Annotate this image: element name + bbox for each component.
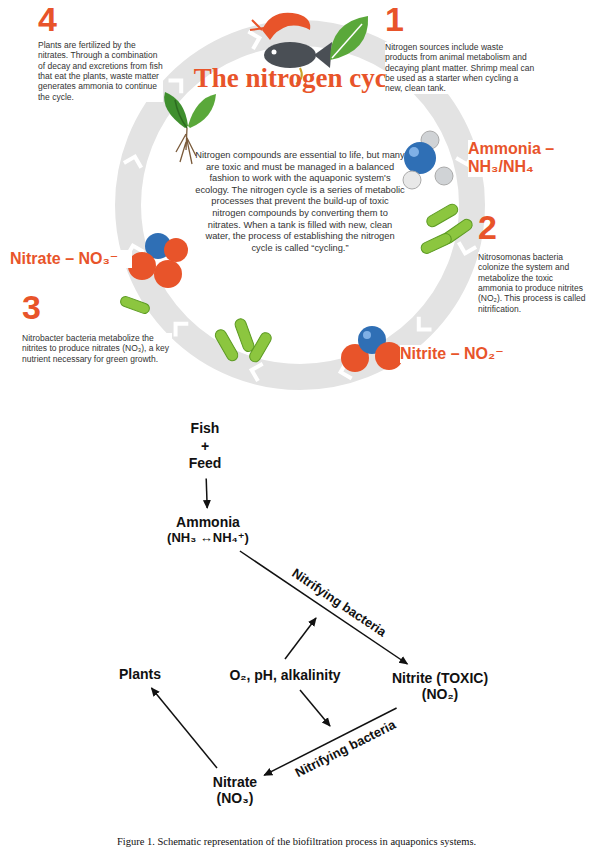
ring-chevron: [169, 74, 188, 93]
caption-text: Figure 1. Schematic representation of th…: [20, 836, 573, 847]
step-note-text: Plants are fertilized by the nitrates. T…: [38, 40, 163, 102]
shrimp-icon: [250, 13, 310, 40]
step-note-text: Nitrogen sources include waste products …: [385, 42, 535, 94]
process-node: Nitrate(NO₃): [210, 772, 260, 808]
influence-arrow: [300, 690, 330, 726]
callout-number-text: 4: [38, 2, 68, 36]
compound-label: Nitrate – NO₃⁻: [10, 250, 132, 268]
compound-label-text: Nitrate – NO₃⁻: [10, 250, 132, 268]
node-heading: O₂, pH, alkalinity: [229, 667, 340, 683]
compound-label: Nitrite – NO₂⁻: [400, 345, 580, 363]
node-heading: Nitrate: [213, 774, 257, 790]
ring-chevron: [412, 317, 431, 336]
nitrate-molecule: [128, 233, 188, 288]
node-heading: Fish + Feed: [186, 420, 224, 473]
flow-arrow: [240, 551, 408, 664]
step-note-text: Nitrosomonas bacteria colonize the syste…: [478, 252, 586, 314]
compound-label: Ammonia – NH₃/NH₄: [468, 140, 580, 177]
callout-number-text: 3: [22, 290, 52, 324]
ammonia-molecule: [403, 131, 453, 189]
flow-arrow: [152, 688, 218, 768]
callout-number: 3: [22, 290, 52, 324]
step-note: Nitrobacter bacteria metabolize the nitr…: [22, 333, 172, 364]
title-text: The nitrogen cycle: [190, 64, 410, 92]
ring-chevron: [124, 154, 144, 167]
cycle-title: The nitrogen cycle: [190, 64, 410, 92]
step-note-text: Nitrobacter bacteria metabolize the nitr…: [22, 333, 172, 364]
flow-arrow: [206, 479, 207, 509]
step-note: Plants are fertilized by the nitrates. T…: [38, 40, 163, 102]
node-heading: Plants: [119, 666, 161, 682]
ring-chevron: [249, 361, 262, 381]
compound-label-text: Ammonia – NH₃/NH₄: [468, 140, 580, 177]
intro-paragraph-text: Nitrogen compounds are essential to life…: [195, 150, 405, 254]
callout-number-text: 1: [385, 2, 415, 36]
intro-paragraph: Nitrogen compounds are essential to life…: [195, 150, 405, 254]
callout-number-text: 2: [478, 210, 508, 244]
nitrite-molecule: [341, 326, 403, 372]
figure-caption: Figure 1. Schematic representation of th…: [20, 836, 573, 847]
process-node: Fish + Feed: [183, 418, 227, 475]
node-formula: (NO₂): [392, 686, 488, 702]
edge-label: Nitrifying bacteria: [288, 564, 391, 640]
process-node: Ammonia(NH₃ ↔NH₄⁺): [164, 512, 252, 547]
influence-arrow: [285, 618, 316, 659]
step-note: Nitrosomonas bacteria colonize the syste…: [478, 252, 586, 314]
callout-number: 4: [38, 2, 68, 36]
ring-chevron: [456, 242, 476, 255]
node-heading: Nitrite (TOXIC): [392, 670, 488, 686]
node-heading: Ammonia: [167, 514, 249, 530]
compound-label-text: Nitrite – NO₂⁻: [400, 345, 580, 363]
process-node: Plants: [116, 664, 164, 684]
leaf-icon: [330, 16, 368, 60]
ring-chevron: [248, 29, 261, 49]
edge-label: Nitrifying bacteria: [291, 716, 400, 781]
node-formula: (NO₃): [213, 790, 257, 806]
step-note: Nitrogen sources include waste products …: [385, 42, 535, 94]
callout-number: 1: [385, 2, 415, 36]
process-node: Nitrite (TOXIC)(NO₂): [389, 668, 491, 704]
callout-number: 2: [478, 210, 508, 244]
node-formula: (NH₃ ↔NH₄⁺): [167, 530, 249, 545]
flow-arrow: [264, 708, 396, 775]
process-node: O₂, pH, alkalinity: [226, 665, 343, 685]
ring-chevron: [169, 317, 188, 336]
